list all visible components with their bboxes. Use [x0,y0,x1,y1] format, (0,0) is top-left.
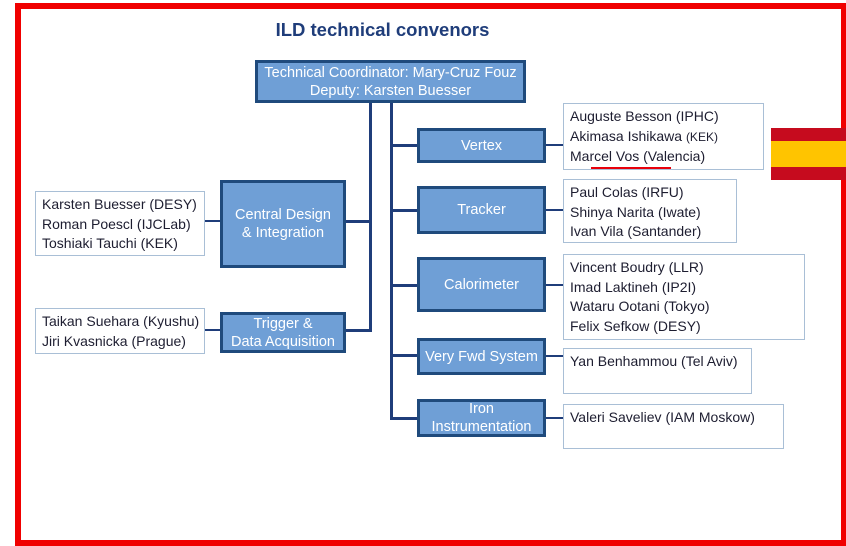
vertex-person-2: Akimasa Ishikawa [570,127,683,144]
chart-title: ILD technical convenors [275,19,490,40]
iron-inst-1: (IAM Moskow) [665,409,755,425]
coordinator-box: Technical Coordinator: Mary-Cruz Fouz De… [255,60,526,103]
vertex-inst-1: (IPHC) [675,108,719,124]
calorimeter-name-2: Imad Laktineh (IP2I) [570,278,798,298]
tick-central-design [205,220,220,222]
calorimeter-inst-1: (LLR) [668,259,704,275]
calorimeter-person-4: Felix Sefkow [570,317,650,334]
central-design-names: Karsten Buesser (DESY) Roman Poescl (IJC… [35,191,205,256]
tracker-name-3: Ivan Vila (Santander) [570,222,730,242]
connector-vertex [390,144,417,147]
flag-stripe-top [771,128,846,141]
tracker-inst-2: (Iwate) [657,203,701,220]
connector-iron [390,417,417,420]
vertex-name-2: Akimasa Ishikawa (KEK) [570,127,757,148]
calorimeter-person-2: Imad Laktineh [570,278,662,295]
trigger-box: Trigger & Data Acquisition [220,312,346,353]
calorimeter-box: Calorimeter [417,257,546,312]
tracker-box: Tracker [417,186,546,234]
coordinator-line-2: Deputy: Karsten Buesser [309,82,472,99]
tracker-person-3: Ivan Vila [570,223,624,239]
calorimeter-label: Calorimeter [444,276,519,293]
tracker-name-1: Paul Colas (IRFU) [570,183,730,203]
connector-right-vertical [390,103,393,420]
connector-calorimeter [390,284,417,287]
calorimeter-person-1: Vincent Boudry [570,259,665,275]
tick-very-fwd [546,355,563,357]
vertex-name-3: Marcel Vos (Valencia) [570,147,757,167]
tracker-names: Paul Colas (IRFU) Shinya Narita (Iwate) … [563,179,737,243]
calorimeter-name-3: Wataru Ootani (Tokyo) [570,297,798,317]
very-fwd-name-1: Yan Benhammou (Tel Aviv) [570,352,745,372]
trigger-label-2: Data Acquisition [231,333,335,350]
tracker-inst-3: (Santander) [627,223,702,239]
very-fwd-inst-1: (Tel Aviv) [681,353,738,369]
flag-stripe-middle [771,141,846,167]
vertex-person-3: Marcel Vos [570,148,640,164]
very-fwd-person-1: Yan Benhammou [570,353,678,369]
vertex-label: Vertex [460,137,503,154]
tick-tracker [546,209,563,211]
calorimeter-inst-4: (DESY) [653,317,701,334]
iron-names: Valeri Saveliev (IAM Moskow) [563,404,784,449]
very-fwd-label: Very Fwd System [425,348,538,365]
tick-vertex [546,144,563,146]
trigger-names: Taikan Suehara (Kyushu) Jiri Kvasnicka (… [35,308,205,354]
vertex-names: Auguste Besson (IPHC) Akimasa Ishikawa (… [563,103,764,170]
flag-stripe-bottom [771,167,846,180]
central-design-name-3: Toshiaki Tauchi (KEK) [42,235,178,251]
very-fwd-box: Very Fwd System [417,338,546,375]
connector-left-vertical [369,103,372,332]
tracker-person-1: Paul Colas [570,184,638,200]
calorimeter-name-4: Felix Sefkow (DESY) [570,317,798,337]
calorimeter-name-1: Vincent Boudry (LLR) [570,258,798,278]
trigger-name-2: Jiri Kvasnicka (Prague) [42,332,186,349]
vertex-box: Vertex [417,128,546,163]
calorimeter-names: Vincent Boudry (LLR) Imad Laktineh (IP2I… [563,254,805,340]
iron-box: Iron Instrumentation [417,399,546,437]
vertex-inst-3: (Valencia) [643,148,706,164]
tick-iron [546,417,563,419]
iron-name-1: Valeri Saveliev (IAM Moskow) [570,408,777,428]
calorimeter-inst-3: (Tokyo) [663,298,710,314]
central-design-box: Central Design & Integration [220,180,346,268]
vertex-name-1: Auguste Besson (IPHC) [570,107,757,127]
central-design-name-1: Karsten Buesser (DESY) [42,196,197,212]
connector-very-fwd [390,354,417,357]
connector-trigger [346,329,372,332]
vertex-person-1: Auguste Besson [570,108,672,124]
tracker-person-2: Shinya Narita [570,203,655,220]
tracker-name-2: Shinya Narita (Iwate) [570,203,730,223]
calorimeter-person-3: Wataru Ootani [570,298,660,314]
central-design-label-1: Central Design [235,207,331,223]
highlight-underline [591,167,671,169]
tick-calorimeter [546,284,563,286]
connector-tracker [390,209,417,212]
iron-label-2: Instrumentation [431,419,532,435]
tick-trigger [205,329,220,331]
trigger-label-1: Trigger & [253,315,313,332]
connector-central-design [346,220,372,223]
trigger-name-1: Taikan Suehara (Kyushu) [42,313,200,329]
iron-person-1: Valeri Saveliev [570,409,662,425]
iron-label-1: Iron [469,401,494,417]
tracker-inst-1: (IRFU) [641,184,684,200]
calorimeter-inst-2: (IP2I) [661,278,697,295]
vertex-inst-2: (KEK) [685,129,718,144]
coordinator-line-1: Technical Coordinator: Mary-Cruz Fouz [264,64,517,81]
tracker-label: Tracker [457,202,506,218]
central-design-label-2: & Integration [241,225,325,241]
spain-flag-icon [771,128,846,180]
central-design-name-2: Roman Poescl (IJCLab) [42,215,191,232]
very-fwd-names: Yan Benhammou (Tel Aviv) [563,348,752,394]
